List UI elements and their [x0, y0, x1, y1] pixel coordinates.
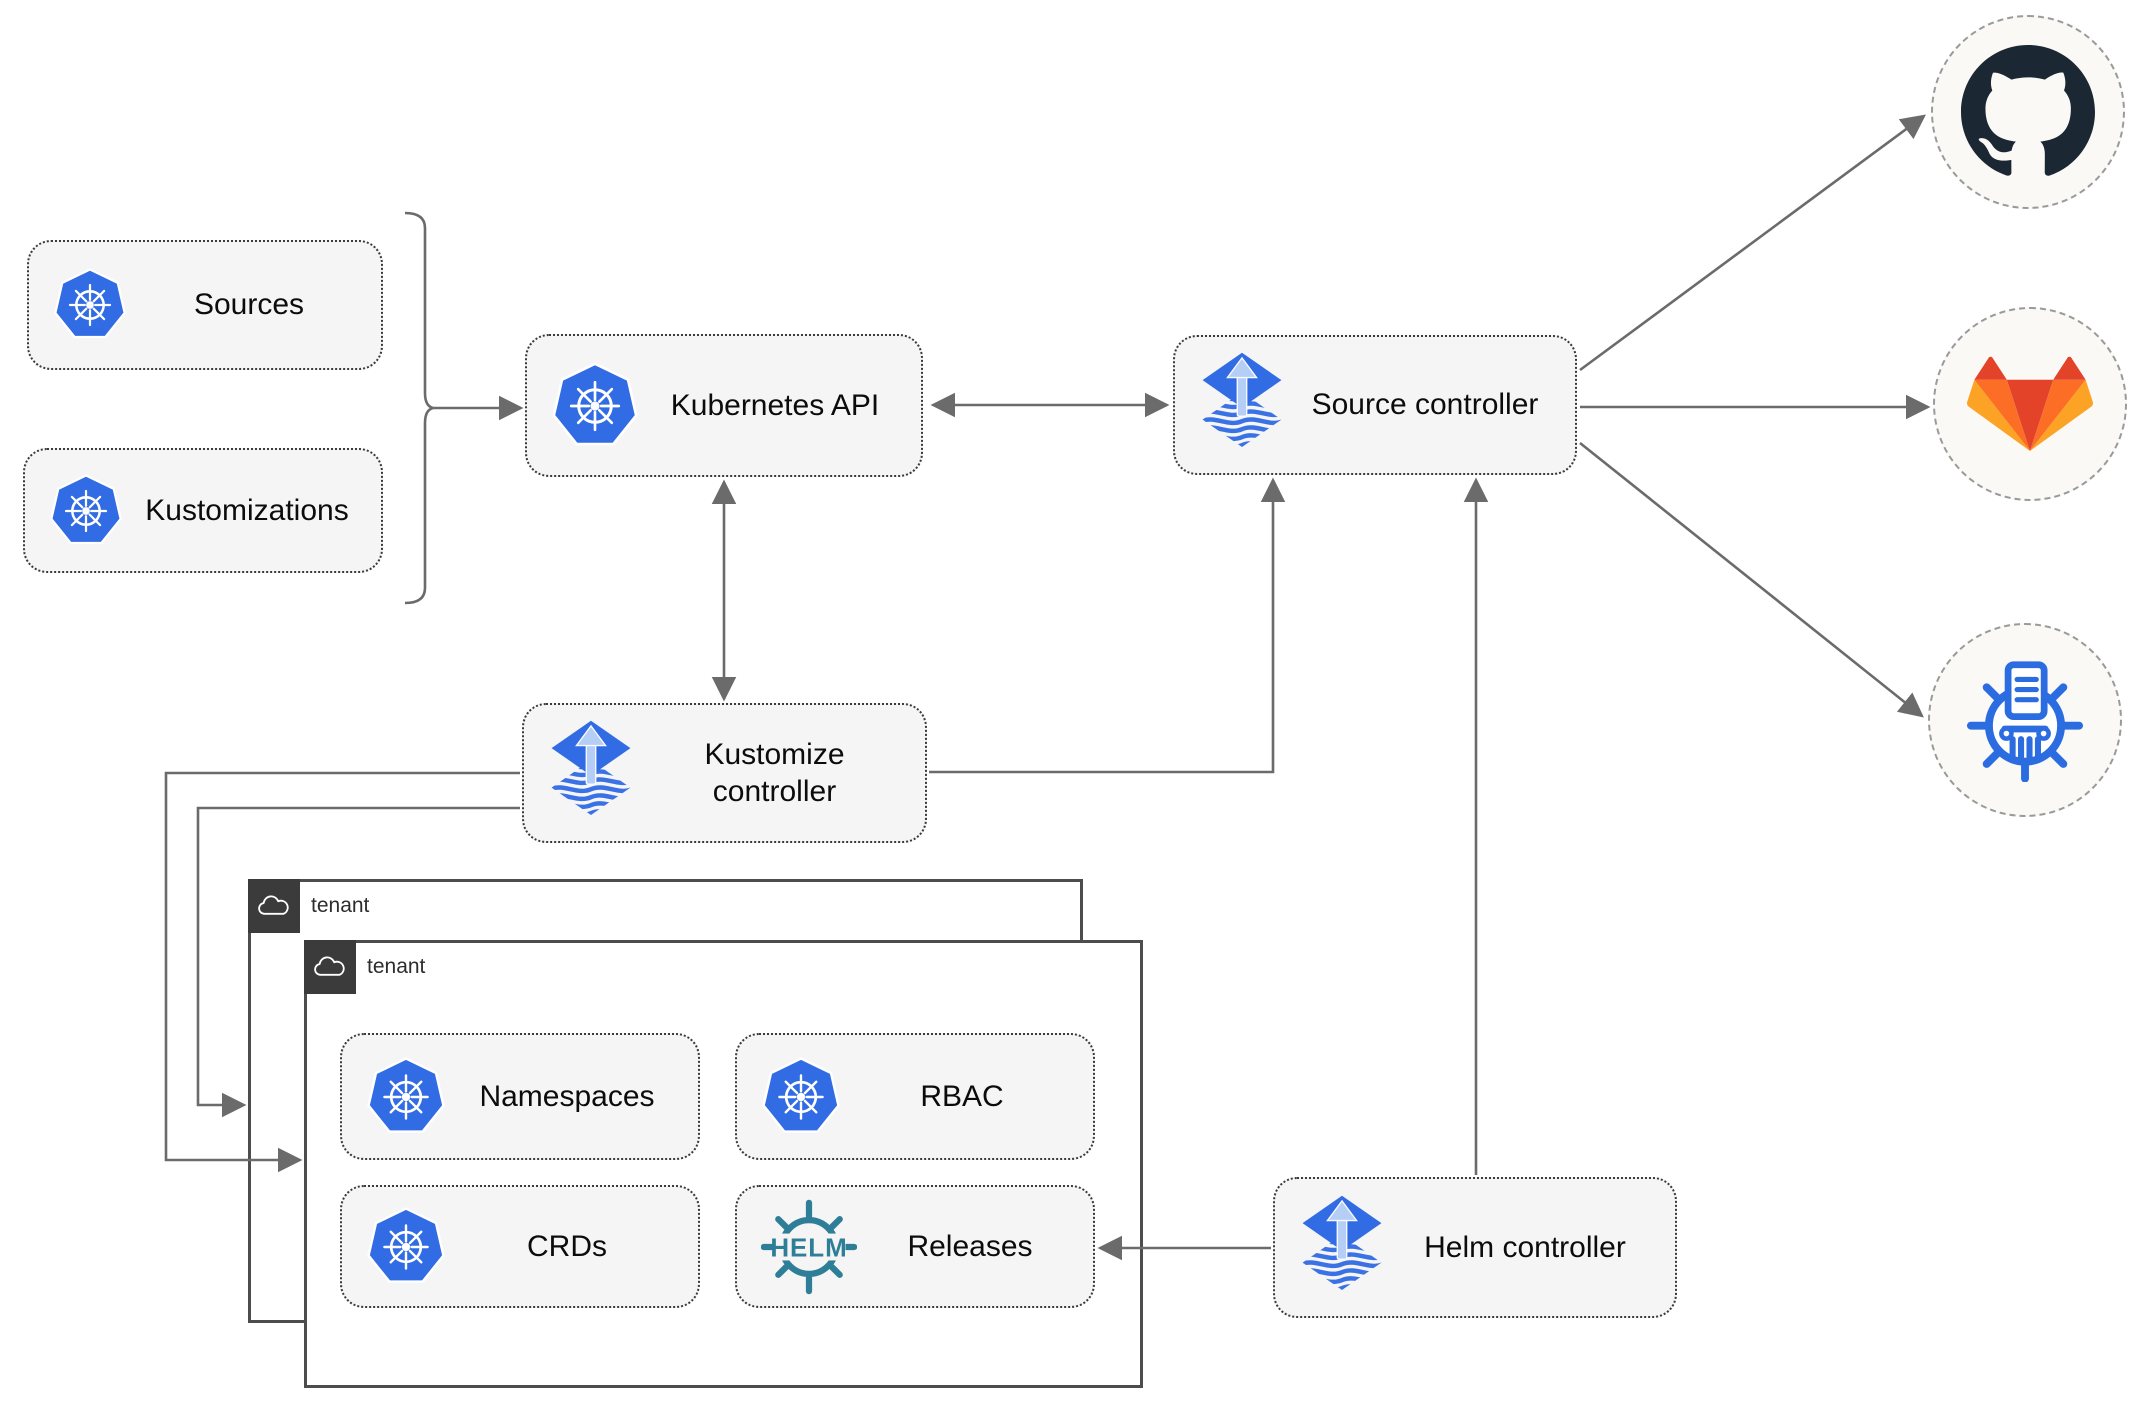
- helm-icon: HELM: [761, 1199, 857, 1295]
- kustomize-controller-node: Kustomize controller: [522, 703, 927, 843]
- helm-controller-node: Helm controller: [1273, 1177, 1677, 1318]
- edge-kustomize-controller-to-source-controller: [929, 477, 1286, 774]
- cloud-icon: [256, 893, 292, 919]
- cloud-icon: [312, 954, 348, 980]
- tenant-tab: [304, 940, 356, 994]
- helm-repository-icon: [1963, 658, 2087, 782]
- kubernetes-icon: [53, 268, 127, 342]
- releases-node: HELM Releases: [735, 1185, 1095, 1308]
- tenant-box-front: tenant: [304, 940, 1143, 1388]
- namespaces-node: Namespaces: [340, 1033, 700, 1160]
- github-target: [1931, 15, 2125, 209]
- kubernetes-api-node: Kubernetes API: [525, 334, 923, 477]
- source-controller-node: Source controller: [1173, 335, 1577, 475]
- helm-controller-label: Helm controller: [1424, 1230, 1626, 1264]
- sources-node: Sources: [27, 240, 383, 370]
- tenant-tab: [248, 879, 300, 933]
- sources-group-brace: [404, 211, 434, 605]
- edge-source-controller-to-github: [1579, 114, 1926, 372]
- namespaces-label: Namespaces: [479, 1079, 655, 1113]
- flux-icon: [1299, 1194, 1385, 1302]
- rbac-node: RBAC: [735, 1033, 1095, 1160]
- kubernetes-icon: [761, 1057, 841, 1137]
- tenant-label: tenant: [367, 955, 426, 978]
- tenant-label: tenant: [311, 894, 370, 917]
- source-controller-label: Source controller: [1311, 388, 1539, 422]
- crds-label: CRDs: [527, 1229, 607, 1263]
- flux-icon: [548, 719, 634, 827]
- gitlab-icon: [1967, 356, 2093, 452]
- sources-label: Sources: [193, 288, 305, 322]
- kustomizations-label: Kustomizations: [145, 493, 349, 527]
- kubernetes-icon: [49, 474, 123, 548]
- kustomize-controller-label: Kustomize controller: [704, 737, 845, 809]
- rbac-label: RBAC: [920, 1079, 1004, 1113]
- kubernetes-icon: [366, 1207, 446, 1287]
- kubernetes-icon: [366, 1057, 446, 1137]
- releases-label: Releases: [907, 1229, 1033, 1263]
- helm-logo-text: HELM: [770, 1234, 847, 1262]
- kubernetes-icon: [551, 362, 639, 450]
- edge-source-controller-to-helm-repository: [1579, 441, 1924, 718]
- crds-node: CRDs: [340, 1185, 700, 1308]
- gitlab-target: [1933, 307, 2127, 501]
- kustomizations-node: Kustomizations: [23, 448, 383, 573]
- kubernetes-api-label: Kubernetes API: [670, 388, 880, 422]
- github-icon: [1961, 45, 2095, 179]
- flux-icon: [1199, 351, 1285, 459]
- helm-repository-target: [1928, 623, 2122, 817]
